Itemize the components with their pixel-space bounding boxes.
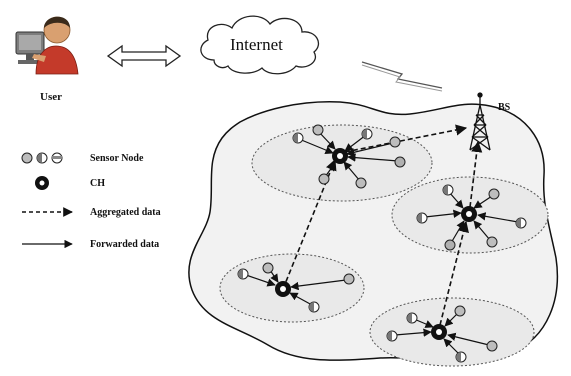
sensor-node bbox=[486, 340, 498, 352]
sensor-node bbox=[444, 239, 456, 251]
sensor-node bbox=[262, 262, 274, 274]
sensor-node bbox=[454, 305, 466, 317]
user-computer-icon bbox=[15, 16, 79, 75]
bs-label: BS bbox=[498, 102, 511, 113]
sensor-node bbox=[318, 173, 330, 185]
cluster-heads bbox=[275, 148, 477, 340]
cloud-icon bbox=[200, 15, 319, 75]
tower-icon bbox=[469, 92, 491, 151]
legend-forwarded: Forwarded data bbox=[90, 239, 159, 250]
legend-aggregated: Aggregated data bbox=[90, 207, 161, 218]
sensor-node bbox=[389, 136, 401, 148]
double-arrow-icon bbox=[106, 44, 182, 68]
forwarded-links bbox=[245, 130, 519, 356]
cluster-ellipse bbox=[219, 253, 365, 323]
lightning-link-icon bbox=[361, 61, 443, 89]
legend-ch: CH bbox=[90, 178, 105, 189]
legend: Sensor Node CH Aggregated data Forwarded… bbox=[21, 152, 161, 250]
sensor-node bbox=[355, 177, 367, 189]
sensor-node bbox=[343, 273, 355, 285]
sensor-node bbox=[488, 188, 500, 200]
sensor-node bbox=[312, 124, 324, 136]
sensor-node bbox=[394, 156, 406, 168]
legend-sensor-node: Sensor Node bbox=[90, 153, 144, 164]
user-label: User bbox=[40, 91, 62, 103]
sensor-node bbox=[486, 236, 498, 248]
node-shading bbox=[238, 129, 521, 362]
internet-label: Internet bbox=[230, 35, 283, 54]
